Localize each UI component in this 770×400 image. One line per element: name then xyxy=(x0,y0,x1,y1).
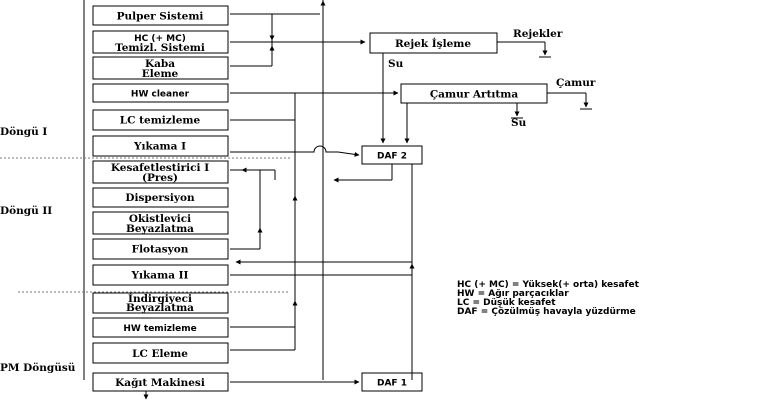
legend-hw: HW = Ağır parçacıklar xyxy=(457,289,569,299)
pm-loop-label: PM Döngüsü xyxy=(0,362,76,374)
oxidative-bleach-box: Okistlevici Beyazlatma xyxy=(92,211,229,235)
reject-processing-box: Rejek İşleme xyxy=(369,32,498,54)
legend-hc: HC (+ MC) = Yüksek(+ orta) kesafet xyxy=(457,280,640,290)
lc-screen-label: LC Eleme xyxy=(132,348,188,360)
water-label-2: Su xyxy=(511,117,527,129)
oxidative-label-2: Beyazlatma xyxy=(126,223,194,235)
daf2-label: DAF 2 xyxy=(377,152,407,162)
wash1-to-daf2-a xyxy=(230,145,338,153)
dispersion-box: Dispersiyon xyxy=(92,187,229,208)
hw-cleaning-label: HW temizleme xyxy=(123,324,196,334)
sludge-label: Çamur xyxy=(556,77,596,89)
legend-lc: LC = Düşük kesafet xyxy=(457,298,556,308)
kaba-label-2: Eleme xyxy=(142,68,179,80)
flotation-label: Flotasyon xyxy=(132,244,189,256)
sludge-thickening-label: Çamur Artıtma xyxy=(430,89,519,101)
thickener-box: Kesafetlestirici I (Pres) xyxy=(92,160,229,184)
sludge-thickening-box: Çamur Artıtma xyxy=(400,83,548,104)
reject-processing-label: Rejek İşleme xyxy=(395,36,471,50)
legend: HC (+ MC) = Yüksek(+ orta) kesafet HW = … xyxy=(457,280,640,317)
hc-label-1: HC (+ MC) xyxy=(134,34,186,44)
paper-machine-label: Kağıt Makinesi xyxy=(115,377,205,389)
rejects-label: Rejekler xyxy=(513,28,563,40)
loop2-label: Döngü II xyxy=(0,205,52,217)
oxidative-label-1: Okistlevici xyxy=(129,213,191,225)
hw-cleaning-box: HW temizleme xyxy=(92,317,229,338)
lc-cleaning-label: LC temizleme xyxy=(120,115,201,127)
lc-cleaning-box: LC temizleme xyxy=(92,109,229,131)
reductive-label-1: İndirgiyeci xyxy=(128,291,192,305)
hw-cleaner-box: HW cleaner xyxy=(92,83,229,103)
thickener-label-2: (Pres) xyxy=(142,172,178,184)
flotation-box: Flotasyon xyxy=(92,238,229,260)
lc-screen-box: LC Eleme xyxy=(92,342,229,364)
washing2-label: Yıkama II xyxy=(131,270,189,282)
washing2-box: Yıkama II xyxy=(92,264,229,286)
legend-daf: DAF = Çözülmüş havayla yüzdürme xyxy=(457,307,636,317)
washing1-box: Yıkama I xyxy=(92,135,229,157)
kaba-label-1: Kaba xyxy=(145,58,175,70)
water-label-1: Su xyxy=(388,58,404,70)
wash1-to-daf2-b xyxy=(337,151,360,157)
daf1-box: DAF 1 xyxy=(361,372,423,392)
loop1-label: Döngü I xyxy=(0,126,47,138)
hc-label-2: Temizl. Sistemi xyxy=(115,42,205,54)
daf2-box: DAF 2 xyxy=(361,145,423,165)
dispersion-label: Dispersiyon xyxy=(125,192,195,204)
reductive-bleach-box: İndirgiyeci Beyazlatma xyxy=(92,291,229,314)
thickener-label-1: Kesafetlestirici I xyxy=(111,162,209,174)
pulper-label: Pulper Sistemi xyxy=(117,11,204,23)
coarse-screen-box: Kaba Eleme xyxy=(92,56,229,80)
hw-cleaner-label: HW cleaner xyxy=(131,90,190,100)
daf1-label: DAF 1 xyxy=(377,379,407,389)
pulper-box: Pulper Sistemi xyxy=(92,5,229,26)
paper-machine-box: Kağıt Makinesi xyxy=(92,372,229,392)
reductive-label-2: Beyazlatma xyxy=(126,302,194,314)
washing1-label: Yıkama I xyxy=(133,141,186,153)
hc-cleaning-box: HC (+ MC) Temizl. Sistemi xyxy=(92,30,229,54)
